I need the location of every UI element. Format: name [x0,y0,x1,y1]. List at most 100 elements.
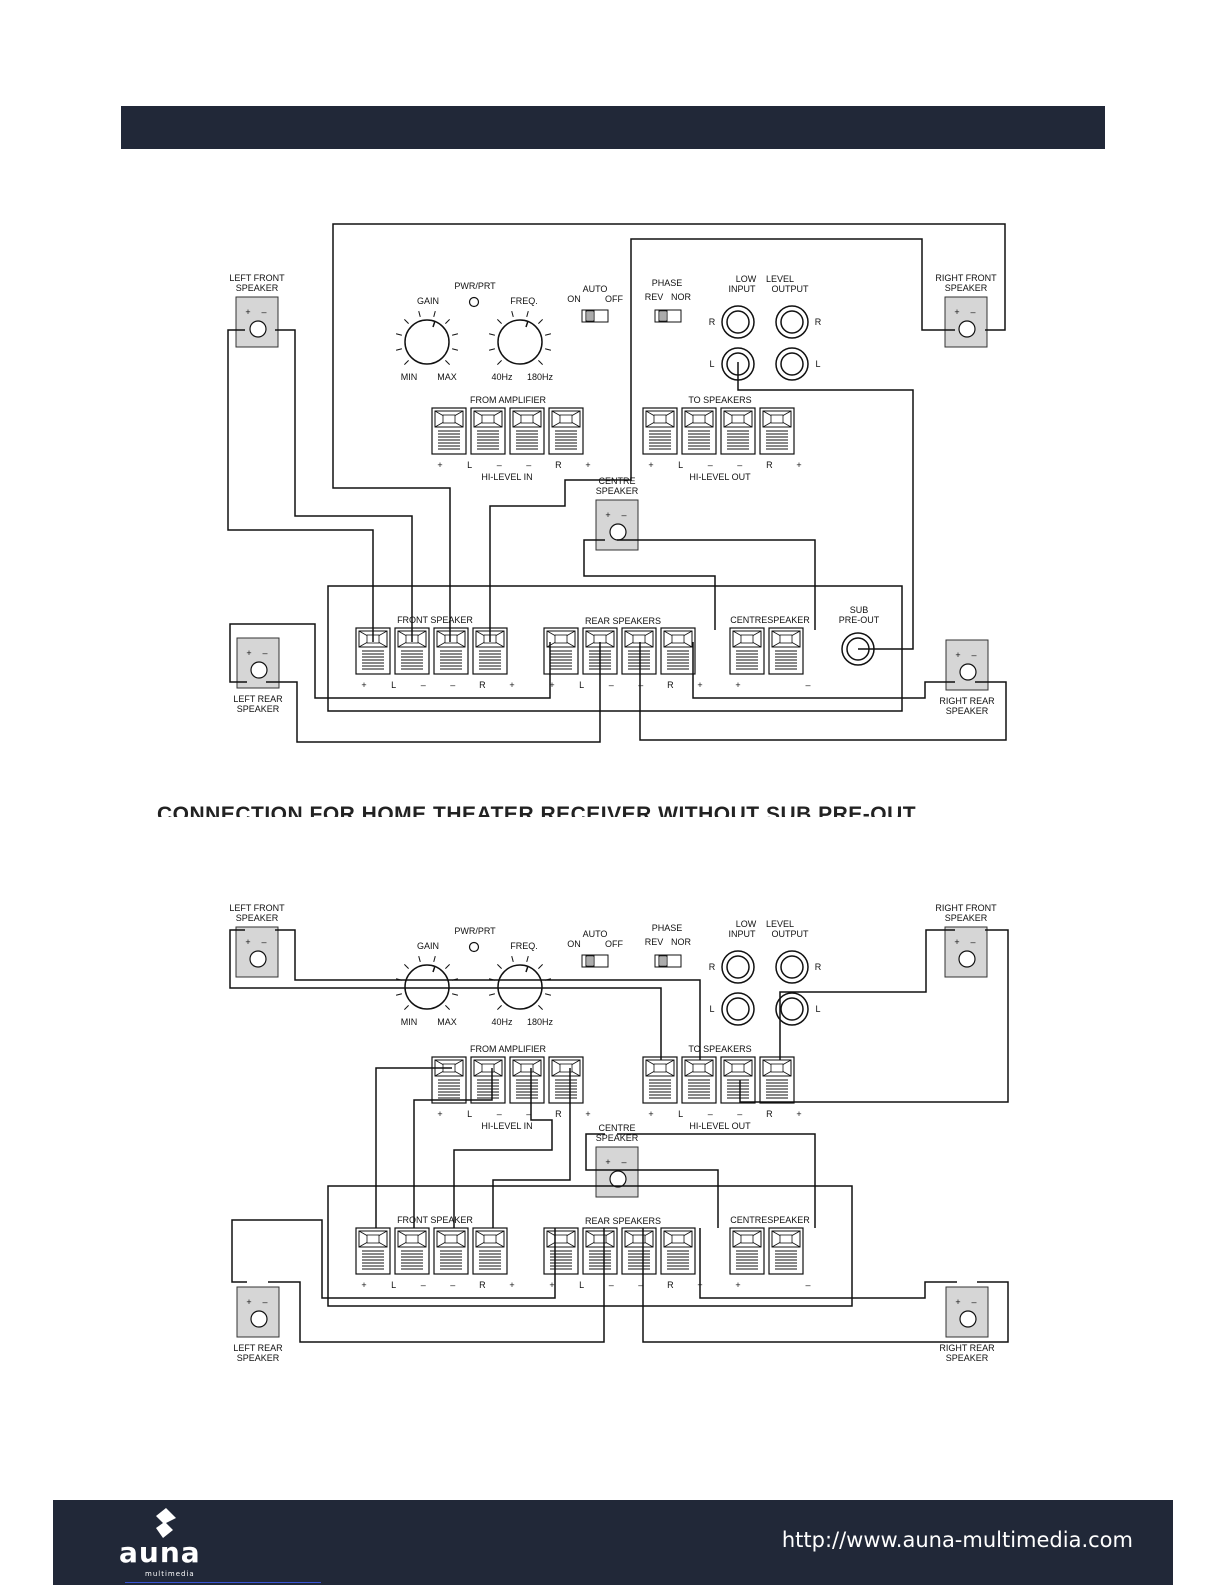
left-front-speaker-minus: – [261,937,266,947]
hi-level-in-terminal-4[interactable] [548,407,584,455]
hi-level-in-terminal-1[interactable] [431,1056,467,1104]
hi-level-in-terminal-4[interactable] [548,1056,584,1104]
auto-on-label: ON [567,294,581,304]
freq-knob[interactable] [488,955,552,1010]
centre-speaker-terminals-terminal-1[interactable] [729,1227,765,1275]
freq-40hz-label: 40Hz [491,1017,513,1027]
wire [617,1133,816,1228]
wire [642,1228,1009,1343]
hi-level-out-terminal-2[interactable] [681,407,717,455]
wire [229,929,662,1060]
rear-speakers-mark-1: + [549,1280,554,1290]
front-speaker-terminal-1[interactable] [355,1227,391,1275]
gain-knob[interactable] [395,955,459,1010]
level-output-l-jack[interactable] [775,992,809,1026]
front-speaker-mark-2: L [391,680,396,690]
auto-off-label: OFF [605,939,623,949]
left-front-speaker-terminal[interactable] [249,320,267,338]
freq-40hz-label: 40Hz [491,372,513,382]
hi-level-out-terminal-4[interactable] [759,407,795,455]
centre-speaker-terminal[interactable] [609,523,627,541]
left-rear-speaker-minus: – [262,648,267,658]
right-rear-speaker-terminal[interactable] [959,663,977,681]
auto-switch[interactable] [581,954,609,968]
right-front-speaker-label-1: RIGHT FRONT [935,273,997,283]
freq-knob[interactable] [488,310,552,365]
right-rear-speaker-terminal[interactable] [959,1310,977,1328]
wire [699,1228,957,1299]
centre-speaker-terminals-mark-2: – [805,1280,810,1290]
left-front-speaker-terminal[interactable] [249,950,267,968]
low-input-r-jack[interactable] [721,305,755,339]
input-label: INPUT [729,284,757,294]
hi-level-in-mark-1: + [437,460,442,470]
input-l-label: L [709,1004,714,1014]
hi-level-in-terminal-2[interactable] [470,407,506,455]
rear-speakers-terminal-3[interactable] [621,1227,657,1275]
front-speaker-terminal-2[interactable] [394,1227,430,1275]
rear-speakers-terminal-4[interactable] [660,627,696,675]
left-front-speaker-plus: + [245,307,250,317]
level-output-l-jack[interactable] [775,347,809,381]
hi-level-in-mark-2: L [467,460,472,470]
auto-switch[interactable] [581,309,609,323]
right-front-speaker-label-2: SPEAKER [945,913,988,923]
hi-level-out-terminal-2[interactable] [681,1056,717,1104]
phase-rev-label: REV [645,292,664,302]
centre-speaker-terminal[interactable] [609,1170,627,1188]
level-output-r-jack[interactable] [775,305,809,339]
front-speaker-mark-5: R [479,680,486,690]
wire [275,329,413,642]
hi-level-in-terminal-3[interactable] [509,1056,545,1104]
rear-speakers-terminal-2[interactable] [582,1227,618,1275]
left-front-speaker-label-2: SPEAKER [236,913,279,923]
hi-level-out-terminal-4[interactable] [759,1056,795,1104]
rear-speakers-mark-5: R [667,680,674,690]
rear-speakers-terminal-1[interactable] [543,627,579,675]
right-front-speaker-plus: + [954,937,959,947]
left-front-speaker-plus: + [245,937,250,947]
right-front-speaker-terminal[interactable] [958,950,976,968]
rear-speakers-mark-5: R [667,1280,674,1290]
centre-speaker-terminals-terminal-2[interactable] [768,1227,804,1275]
hi-level-out-terminal-3[interactable] [720,1056,756,1104]
front-speaker-terminal-4[interactable] [472,1227,508,1275]
phase-switch[interactable] [654,309,682,323]
logo-word: auna [119,1536,201,1569]
wire [229,623,551,699]
hi-level-out-terminal-3[interactable] [720,407,756,455]
centre-speaker-terminals-terminal-1[interactable] [729,627,765,675]
hi-level-in-terminal-2[interactable] [470,1056,506,1104]
hi-level-in-terminal-3[interactable] [509,407,545,455]
phase-switch[interactable] [654,954,682,968]
hi-level-out-mark-6: + [796,1109,801,1119]
low-input-r-jack[interactable] [721,950,755,984]
left-rear-speaker-terminal[interactable] [250,1310,268,1328]
section-heading-text: CONNECTION FOR HOME THEATER RECEIVER WIT… [157,803,917,817]
hi-level-out-mark-3: – [708,460,713,470]
hi-level-in-terminal-1[interactable] [431,407,467,455]
centre-speaker-terminals-mark-1: + [735,680,740,690]
rear-speakers-terminal-1[interactable] [543,1227,579,1275]
left-rear-speaker-terminal[interactable] [250,661,268,679]
footer-url[interactable]: http://www.auna-multimedia.com [781,1528,1133,1552]
level-output-r-jack[interactable] [775,950,809,984]
right-front-speaker-terminal[interactable] [958,320,976,338]
rear-speakers-label: REAR SPEAKERS [585,1216,661,1226]
rear-speakers-terminal-3[interactable] [621,627,657,675]
rear-speakers-terminal-4[interactable] [660,1227,696,1275]
output-l-label: L [815,359,820,369]
centre-speaker-terminals-terminal-2[interactable] [768,627,804,675]
left-front-speaker-label-2: SPEAKER [236,283,279,293]
centre-speaker-minus: – [621,510,626,520]
hi-level-out-terminal-1[interactable] [642,407,678,455]
phase-nor-label: NOR [671,292,692,302]
low-input-l-jack[interactable] [721,992,755,1026]
hi-level-out-terminal-1[interactable] [642,1056,678,1104]
left-rear-speaker-label-1: LEFT REAR [233,1343,283,1353]
gain-knob[interactable] [395,310,459,365]
footer-underline [125,1582,321,1583]
front-speaker-terminal-3[interactable] [433,627,469,675]
front-speaker-terminal-3[interactable] [433,1227,469,1275]
